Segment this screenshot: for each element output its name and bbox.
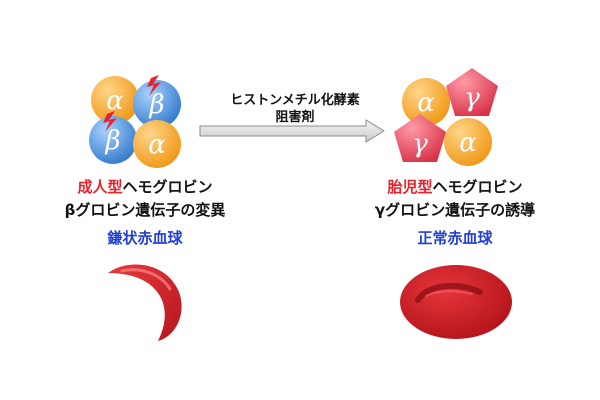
hemoglobin-label: ヘモグロビン <box>122 178 213 196</box>
mutation-mark-icon <box>147 75 161 96</box>
fetal-type-label: 胎児型 <box>387 178 433 196</box>
normal-red-blood-cell-icon <box>400 265 512 339</box>
svg-text:γ: γ <box>412 129 428 159</box>
adult-hemoglobin-molecule: α β β α <box>89 75 181 168</box>
sickle-cell-label: 鎌状赤血球 <box>107 229 183 247</box>
alpha-subunit-top-left: α <box>402 78 450 126</box>
fetal-hemoglobin-molecule: α γ γ α <box>394 68 498 166</box>
svg-text:α: α <box>148 130 166 160</box>
alpha-subunit-top-left: α <box>91 76 139 124</box>
normal-cell-label: 正常赤血球 <box>417 229 493 247</box>
beta-subunit-top-right: β <box>133 75 181 128</box>
hemoglobin-label: ヘモグロビン <box>432 178 523 196</box>
fetal-hemoglobin-title: 胎児型ヘモグロビン <box>345 176 565 197</box>
svg-text:γ: γ <box>464 83 480 113</box>
right-arrow-icon <box>199 119 385 143</box>
gamma-globin-induction-label: γグロビン遺伝子の誘導 <box>374 201 536 219</box>
adult-type-label: 成人型 <box>77 178 123 196</box>
svg-text:β: β <box>148 90 164 120</box>
gamma-subunit-top-right: γ <box>446 68 498 116</box>
svg-text:β: β <box>104 126 120 156</box>
svg-text:α: α <box>106 86 124 116</box>
mutation-mark-icon <box>103 111 117 132</box>
arrow-label-line1: ヒストンメチル化酵素 <box>230 93 360 108</box>
svg-text:α: α <box>459 128 477 158</box>
arrow-label-line2: 阻害剤 <box>275 110 315 125</box>
adult-hemoglobin-title: 成人型ヘモグロビン <box>35 176 255 197</box>
alpha-subunit-bottom-right: α <box>444 118 492 166</box>
beta-subunit-bottom-left: β <box>89 111 137 164</box>
svg-text:α: α <box>417 88 435 118</box>
gamma-subunit-bottom-left: γ <box>394 114 446 162</box>
sickle-cell-icon <box>108 264 182 341</box>
beta-globin-mutation-label: βグロビン遺伝子の変異 <box>64 201 226 219</box>
alpha-subunit-bottom-right: α <box>133 120 181 168</box>
